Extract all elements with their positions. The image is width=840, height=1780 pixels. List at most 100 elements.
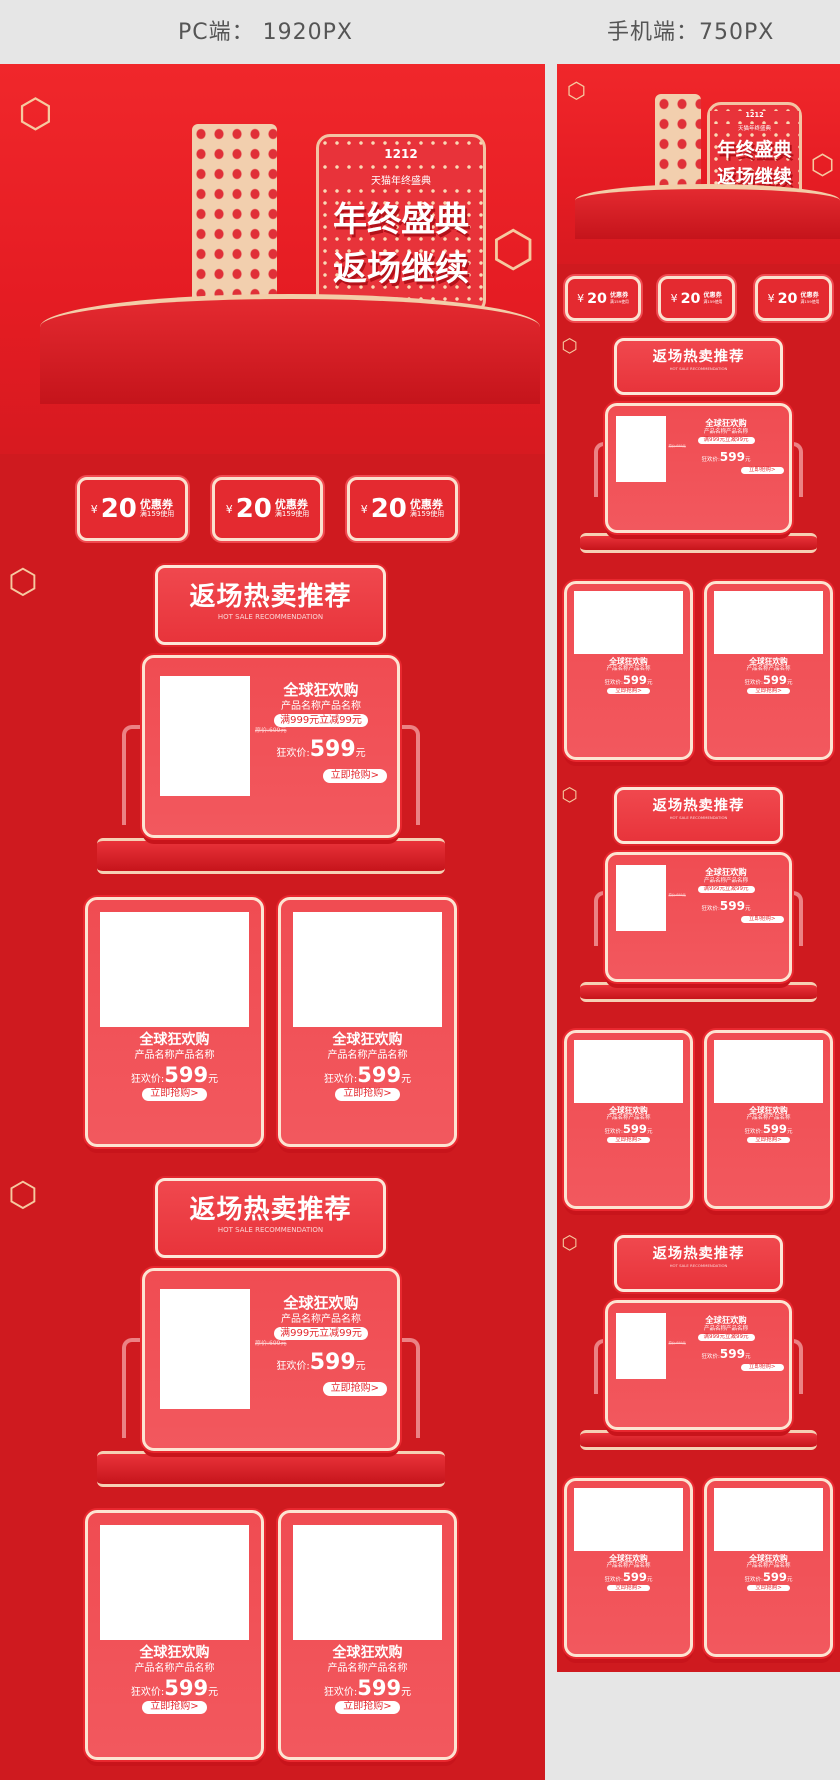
price-label: 狂欢价: (130, 1074, 165, 1085)
buy-now-button[interactable]: 立即抢购> (607, 1584, 650, 1592)
hero-title-line2: 返场继续 (717, 167, 792, 189)
buy-now-button[interactable]: 立即抢购> (740, 1364, 784, 1372)
polyhedron-decoration: ⬡ (561, 1233, 578, 1254)
price-value: 599 (357, 1676, 402, 1700)
original-price: 原价:699元 (668, 444, 686, 449)
display-stand (97, 838, 445, 874)
buy-row: 立即抢购> (88, 1088, 261, 1101)
product-info: 全球狂欢购产品名称产品名称狂欢价:599元立即抢购> (281, 1645, 454, 1714)
price-row: 狂欢价:599元 (88, 1062, 261, 1088)
price-value: 599 (622, 1122, 647, 1137)
price-value: 599 (762, 1570, 787, 1585)
coupon-text: 优惠券满159使用 (275, 499, 309, 519)
original-price: 原价:699元 (255, 727, 287, 735)
product-image-placeholder (573, 1039, 684, 1103)
stage-platform (40, 294, 540, 404)
coupon-amount: 20 (235, 494, 272, 524)
product-image-placeholder (160, 676, 250, 796)
price-unit: 元 (646, 680, 653, 687)
buy-row: 立即抢购> (255, 1382, 387, 1396)
coupon-currency: ¥ (360, 502, 368, 516)
product-name: 产品名称产品名称 (746, 666, 791, 673)
original-price: 原价:699元 (668, 893, 686, 898)
product-info: 全球狂欢购产品名称产品名称满999元立减99元原价:699元狂欢价:599元立即… (668, 418, 784, 475)
product-card: 全球狂欢购产品名称产品名称狂欢价:599元立即抢购> (85, 1510, 264, 1760)
buy-now-button[interactable]: 立即抢购> (747, 1584, 790, 1592)
promo-tag: 满999元立减99元 (274, 1326, 368, 1341)
buy-row: 立即抢购> (281, 1088, 454, 1101)
product-image-placeholder (160, 1289, 250, 1409)
price-value: 599 (719, 449, 746, 464)
product-name: 产品名称产品名称 (703, 1326, 748, 1333)
display-stand (580, 982, 817, 1002)
section-subtitle: HOT SALE RECOMMENDATION (669, 815, 728, 821)
buy-now-button[interactable]: 立即抢购> (335, 1701, 400, 1714)
polyhedron-decoration: ⬡ (810, 149, 835, 181)
polyhedron-decoration: ⬡ (8, 1175, 38, 1215)
buy-now-button[interactable]: 立即抢购> (740, 467, 784, 475)
product-image-placeholder (100, 912, 249, 1027)
coupon-condition: 满159使用 (274, 510, 310, 519)
price-value: 599 (622, 1570, 647, 1585)
price-row: 狂欢价:599元 (567, 673, 690, 687)
price-label: 狂欢价: (130, 1687, 165, 1698)
buy-now-button[interactable]: 立即抢购> (335, 1088, 400, 1101)
featured-product-card: 全球狂欢购产品名称产品名称满999元立减99元原价:699元狂欢价:599元立即… (605, 1300, 792, 1430)
coupon-currency: ¥ (767, 292, 775, 305)
price-row: 狂欢价:599元 (707, 1570, 830, 1584)
product-headline: 全球狂欢购 (283, 1294, 359, 1312)
price-value: 599 (762, 1122, 787, 1137)
price-row: 狂欢价:599元 (567, 1122, 690, 1136)
product-info: 全球狂欢购产品名称产品名称狂欢价:599元立即抢购> (707, 1554, 830, 1592)
product-headline: 全球狂欢购 (749, 1553, 788, 1563)
coupon-condition: 满159使用 (610, 298, 629, 304)
polyhedron-decoration: ⬡ (18, 91, 53, 137)
price-value: 599 (309, 737, 356, 763)
price-unit: 元 (786, 1129, 793, 1136)
display-stand (580, 1430, 817, 1450)
coupon-amount: 20 (777, 290, 798, 307)
coupon-text: 优惠券满159使用 (140, 499, 174, 519)
buy-now-button[interactable]: 立即抢购> (747, 1136, 790, 1144)
buy-now-button[interactable]: 立即抢购> (607, 687, 650, 695)
buy-row: 立即抢购> (567, 687, 690, 695)
buy-now-button[interactable]: 立即抢购> (142, 1701, 207, 1714)
buy-now-button[interactable]: 立即抢购> (747, 687, 790, 695)
product-info: 全球狂欢购产品名称产品名称狂欢价:599元立即抢购> (567, 1106, 690, 1144)
price-row: 狂欢价:599元 (669, 1346, 784, 1362)
promo-tag: 满999元立减99元 (274, 713, 368, 728)
product-name: 产品名称产品名称 (746, 1563, 791, 1570)
product-info: 全球狂欢购产品名称产品名称狂欢价:599元立即抢购> (567, 657, 690, 695)
section-subtitle: HOT SALE RECOMMENDATION (669, 1263, 728, 1269)
product-headline: 全球狂欢购 (139, 1032, 210, 1048)
section-title: 返场热卖推荐 (189, 1195, 352, 1225)
product-image-placeholder (293, 1525, 442, 1640)
price-label: 狂欢价: (701, 456, 720, 463)
buy-now-button[interactable]: 立即抢购> (142, 1088, 207, 1101)
price-value: 599 (762, 673, 787, 688)
polyhedron-decoration: ⬡ (561, 336, 578, 357)
buy-now-button[interactable]: 立即抢购> (322, 769, 387, 783)
price-value: 599 (164, 1676, 209, 1700)
product-image-placeholder (616, 415, 666, 482)
product-headline: 全球狂欢购 (283, 681, 359, 699)
price-label: 狂欢价: (744, 1577, 763, 1584)
price-row: 狂欢价:599元 (567, 1570, 690, 1584)
buy-now-button[interactable]: 立即抢购> (322, 1382, 387, 1396)
buy-now-button[interactable]: 立即抢购> (740, 916, 784, 924)
coupon-condition: 满159使用 (409, 510, 445, 519)
buy-now-button[interactable]: 立即抢购> (607, 1136, 650, 1144)
pc-label: PC端： 1920PX (178, 20, 353, 45)
